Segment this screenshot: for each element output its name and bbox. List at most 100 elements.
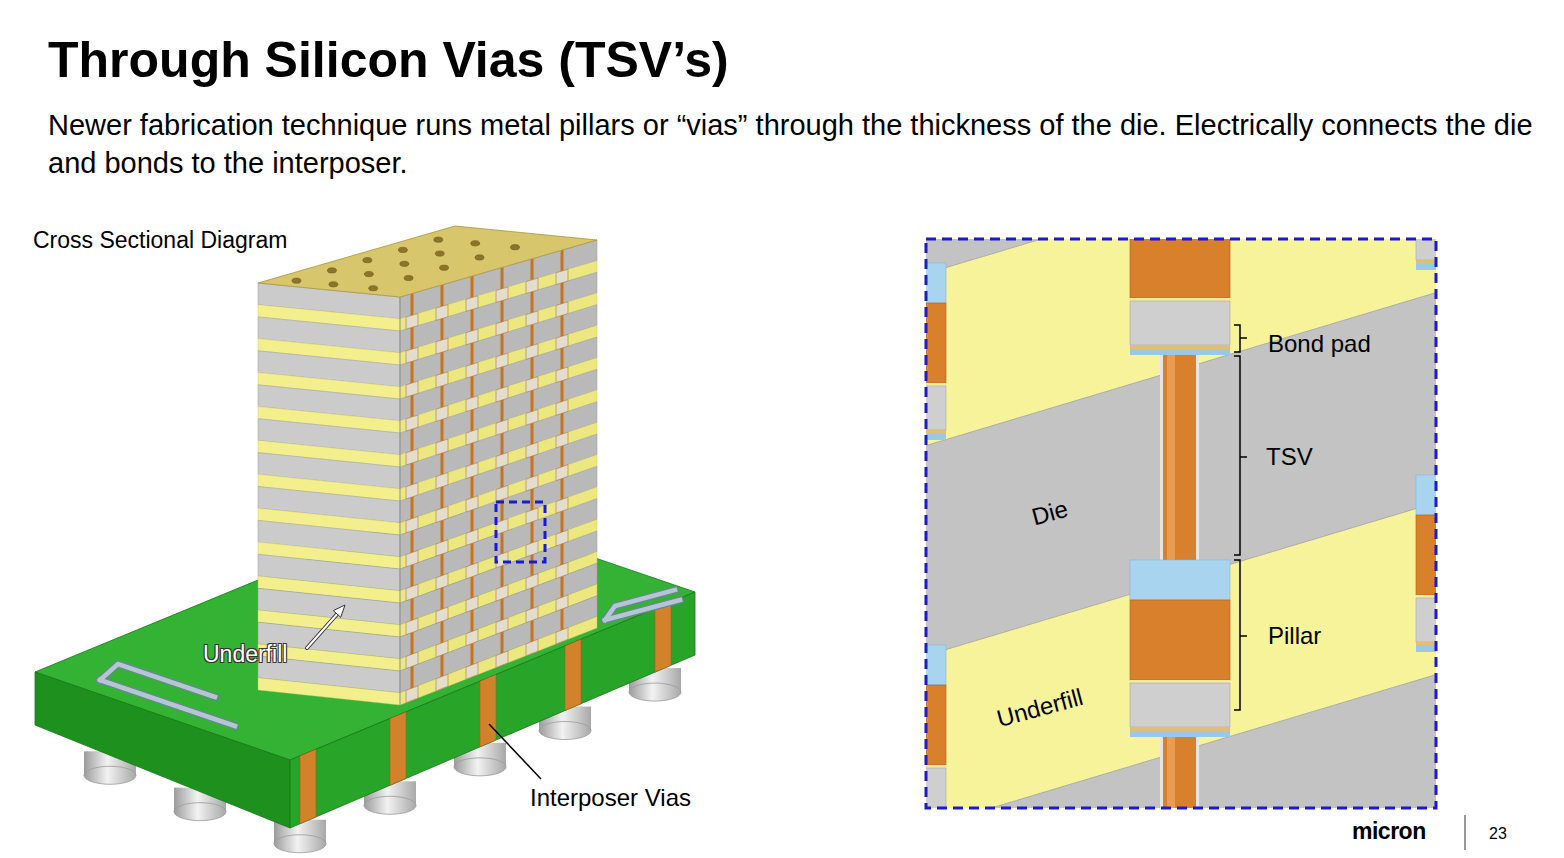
via-hole <box>292 278 301 283</box>
part-label: Underfill <box>994 683 1086 734</box>
via-hole <box>404 275 413 280</box>
bond-pad <box>926 434 946 440</box>
pillar-block <box>436 641 448 658</box>
die-stack <box>258 226 597 705</box>
pillar-block <box>406 483 418 499</box>
interposer <box>35 505 695 828</box>
inset-frame <box>926 239 1436 808</box>
pillar-block <box>406 584 418 601</box>
bond-pad <box>1130 345 1230 349</box>
pillar-block <box>526 409 538 425</box>
page-number: 23 <box>1489 824 1507 843</box>
pillar-block <box>436 338 448 354</box>
pillar-block <box>406 415 418 431</box>
stack-edge <box>400 297 401 705</box>
via-hole <box>329 282 338 287</box>
pillar-block <box>436 439 448 455</box>
pillar-block <box>406 449 418 465</box>
pillar-block <box>466 429 478 445</box>
solder-ball <box>274 835 326 853</box>
pillar-liner <box>926 263 946 303</box>
die-band <box>926 667 1436 808</box>
pillar-gap <box>1130 680 1230 683</box>
leader-line <box>307 612 339 648</box>
pillar-block <box>556 530 568 546</box>
underfill-layer <box>400 616 597 705</box>
pillar <box>1130 600 1230 680</box>
pillar-block <box>556 628 568 644</box>
via-hole <box>511 245 520 250</box>
pillar-block <box>496 386 508 402</box>
via-hole <box>435 251 444 256</box>
bond-pad <box>1416 260 1436 264</box>
pillar-block <box>406 652 418 669</box>
pillar-block <box>436 607 448 624</box>
pillar-block <box>526 344 538 360</box>
callout-label: Bond pad <box>1268 330 1371 359</box>
pillar-block <box>436 674 448 691</box>
callout-label: Pillar <box>1268 622 1321 651</box>
annotation-marks <box>307 239 1465 850</box>
pillar-block <box>526 377 538 393</box>
pillar-block <box>526 475 538 491</box>
pillar-block <box>466 496 478 512</box>
pillar-block <box>496 585 508 601</box>
pillar-block <box>466 396 478 412</box>
pillar-cap <box>1130 301 1230 345</box>
via-hole <box>475 255 484 260</box>
interposer-via <box>565 639 581 710</box>
pillar-block <box>406 517 418 533</box>
tsv-liner <box>1160 737 1199 808</box>
pillar-block <box>526 606 538 622</box>
pillar-block <box>466 296 478 312</box>
pillar-block <box>466 596 478 613</box>
pillar-cap <box>1416 598 1436 642</box>
bond-pad <box>1416 642 1436 646</box>
figure-caption: Cross Sectional Diagram <box>33 227 287 255</box>
stack-top <box>258 226 597 297</box>
arrowhead <box>333 605 345 617</box>
pillar-block <box>406 314 418 330</box>
pillar-block <box>496 419 508 435</box>
slide-title: Through Silicon Vias (TSV’s) <box>48 30 729 90</box>
via-hole <box>471 241 480 246</box>
pillar-block <box>526 311 538 327</box>
pillar-block <box>556 562 568 578</box>
pillar-block <box>496 353 508 369</box>
pillar-block <box>556 595 568 611</box>
underfill-layer <box>258 678 400 705</box>
pillar-block <box>496 320 508 336</box>
bond-pad <box>1130 731 1230 737</box>
interposer-via <box>300 749 316 824</box>
pillar-block <box>526 442 538 458</box>
pillar-block <box>406 347 418 363</box>
tsv <box>1163 355 1196 560</box>
pillar-block <box>556 334 568 350</box>
via-hole <box>363 258 372 263</box>
pillar <box>926 303 946 383</box>
pillar-block <box>406 550 418 567</box>
tsv-highlight <box>1167 737 1175 808</box>
pillar-block <box>466 663 478 680</box>
bond-pad <box>926 430 946 434</box>
bond-pad <box>1130 727 1230 731</box>
pillar-block <box>526 278 538 293</box>
pillar-liner <box>926 645 946 685</box>
pillar-block <box>466 563 478 579</box>
footer-divider <box>1465 815 1466 850</box>
pillar-block <box>496 651 508 668</box>
pillar-block <box>436 305 448 321</box>
interposer-via <box>390 712 406 785</box>
bond-pad <box>1130 349 1230 355</box>
pillar-cap <box>926 768 946 808</box>
pillar-block <box>556 497 568 513</box>
pillar-block <box>466 463 478 479</box>
callout-label: Underfill <box>203 641 287 669</box>
pillar-cap <box>926 386 946 430</box>
via-hole <box>440 265 449 270</box>
pillar-gap <box>926 383 946 386</box>
pillar-block <box>466 529 478 545</box>
via-hole <box>434 237 443 242</box>
pillar-block <box>406 618 418 635</box>
callout-label: TSV <box>1266 443 1313 472</box>
